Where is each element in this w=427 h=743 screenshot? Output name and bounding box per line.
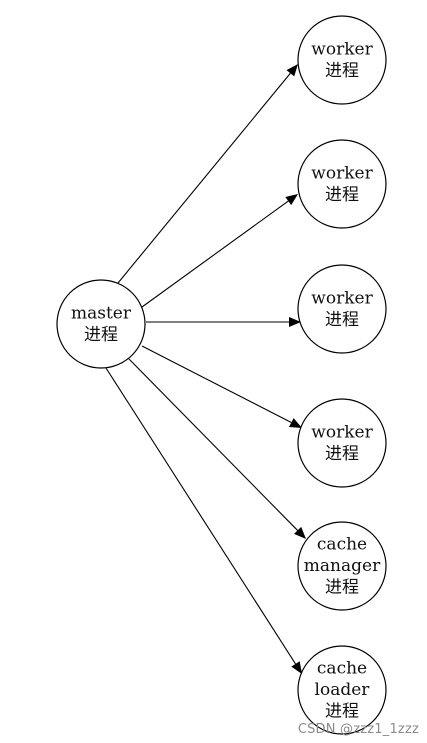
- node-label-line: worker: [311, 422, 373, 442]
- node-circle: [297, 398, 387, 488]
- node-label-line: cache: [317, 535, 367, 555]
- node-circle: [56, 279, 146, 369]
- arrowhead: [289, 418, 302, 428]
- edge-master-to-worker-2: [141, 194, 298, 308]
- node-label-line: 进程: [325, 61, 359, 81]
- node-label-line: cache: [317, 659, 367, 679]
- node-circle: [297, 521, 387, 611]
- edge-line: [128, 358, 298, 531]
- node-circle: [297, 15, 387, 105]
- node-circle: [297, 645, 387, 735]
- node-label-line: loader: [315, 680, 371, 700]
- node-label-line: manager: [304, 556, 381, 576]
- node-label-line: worker: [311, 163, 373, 183]
- watermark-text: CSDN @zzz1_1zzz: [297, 722, 419, 737]
- edge-line: [105, 367, 296, 665]
- edge-master-to-worker-4: [141, 345, 302, 428]
- arrowhead: [286, 64, 298, 77]
- node-circle: [297, 139, 387, 229]
- edge-master-to-worker-3: [146, 317, 301, 327]
- arrowhead: [285, 194, 298, 206]
- edge-line: [141, 345, 292, 424]
- node-label-line: 进程: [325, 702, 359, 722]
- node-label-line: worker: [311, 288, 373, 308]
- node-label-line: worker: [311, 39, 373, 59]
- node-label-line: 进程: [84, 325, 118, 345]
- nodes-layer: master进程worker进程worker进程worker进程worker进程…: [56, 15, 387, 735]
- edge-master-to-cache-manager: [128, 358, 306, 539]
- edge-line: [141, 200, 289, 308]
- node-label-line: master: [71, 303, 132, 323]
- node-label-line: 进程: [325, 578, 359, 598]
- edges-layer: [105, 64, 306, 674]
- node-label-line: 进程: [325, 444, 359, 464]
- arrowhead: [289, 317, 301, 327]
- edge-master-to-worker-1: [117, 64, 298, 284]
- edge-master-to-cache-loader: [105, 367, 302, 674]
- arrowhead: [294, 526, 306, 539]
- node-label-line: 进程: [325, 310, 359, 330]
- edge-line: [117, 72, 291, 284]
- node-circle: [297, 264, 387, 354]
- arrowhead: [291, 661, 302, 674]
- node-label-line: 进程: [325, 185, 359, 205]
